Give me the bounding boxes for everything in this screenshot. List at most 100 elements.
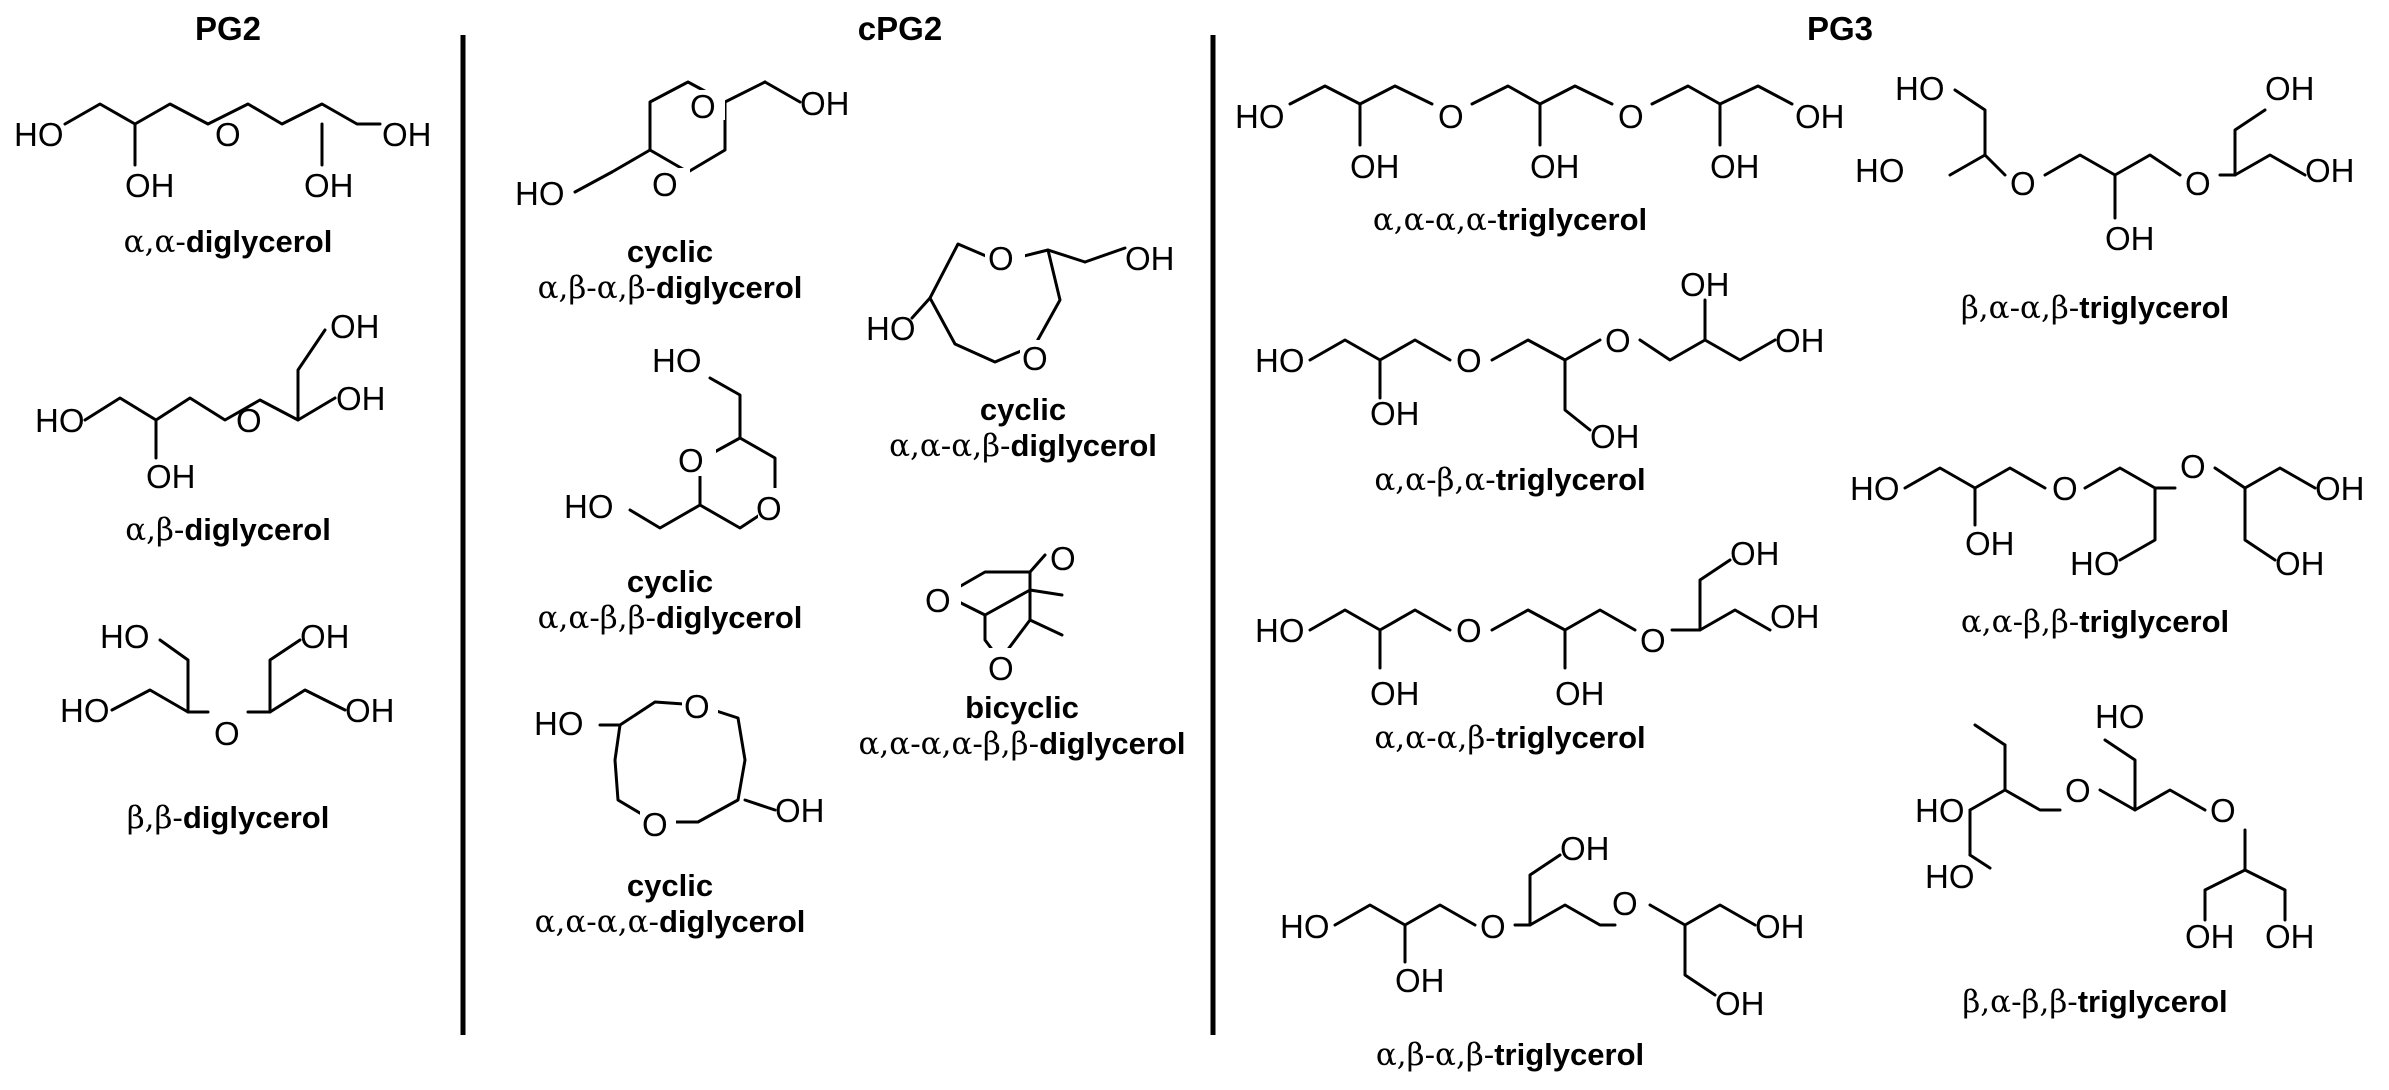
- svg-text:O: O: [2052, 470, 2078, 507]
- caption-t-babb: β,α-β,β-triglycerol: [1962, 984, 2227, 1020]
- svg-text:OH: OH: [2275, 545, 2325, 582]
- structure-ab-diglycerol: HO O OH OH OH: [35, 308, 386, 495]
- svg-text:OH: OH: [382, 116, 432, 153]
- structure-bb-diglycerol: HO OH HO OH O: [60, 618, 395, 752]
- caption-bicyclic-line1: bicyclic: [965, 690, 1079, 725]
- svg-text:O: O: [2065, 772, 2091, 809]
- structure-t-aaaa-triglycerol: HO O O OH OH OH OH: [1235, 84, 1845, 185]
- structure-aa-diglycerol: HO O OH OH OH: [14, 102, 432, 204]
- svg-text:HO: HO: [100, 618, 150, 655]
- svg-text:OH: OH: [304, 167, 354, 204]
- structure-cyclic-abab-diglycerol: O O OH HO: [515, 80, 850, 212]
- svg-text:HO: HO: [1915, 792, 1965, 829]
- svg-text:O: O: [1022, 340, 1048, 377]
- svg-text:OH: OH: [2265, 70, 2315, 107]
- svg-text:OH: OH: [1125, 240, 1175, 277]
- caption-aa-diglycerol: α,α-diglycerol: [124, 224, 333, 260]
- svg-text:O: O: [690, 88, 716, 125]
- svg-text:OH: OH: [2265, 918, 2315, 955]
- svg-text:O: O: [1480, 908, 1506, 945]
- caption-cyclic-aabb-line1: cyclic: [627, 564, 713, 599]
- caption-t-baab: β,α-α,β-triglycerol: [1961, 290, 2229, 326]
- svg-text:OH: OH: [1395, 962, 1445, 999]
- caption-cyclic-aaab-line1: cyclic: [980, 392, 1066, 427]
- caption-t-aabb: α,α-β,β-triglycerol: [1961, 604, 2229, 640]
- svg-text:OH: OH: [1715, 985, 1765, 1022]
- svg-text:HO: HO: [35, 402, 85, 439]
- svg-text:O: O: [925, 582, 951, 619]
- caption-bicyclic-line2: α,α-α,α-β,β-diglycerol: [858, 726, 1185, 762]
- svg-text:O: O: [214, 715, 240, 752]
- svg-text:OH: OH: [1755, 908, 1805, 945]
- svg-text:O: O: [684, 688, 710, 725]
- svg-text:OH: OH: [800, 85, 850, 122]
- caption-cyclic-aaaa-line2: α,α-α,α-diglycerol: [535, 904, 806, 940]
- svg-text:OH: OH: [1370, 395, 1420, 432]
- svg-text:O: O: [756, 490, 782, 527]
- caption-t-aaab: α,α-α,β-triglycerol: [1374, 720, 1645, 756]
- svg-text:HO: HO: [534, 705, 584, 742]
- svg-text:HO: HO: [2070, 545, 2120, 582]
- svg-text:OH: OH: [1370, 675, 1420, 712]
- svg-text:OH: OH: [125, 167, 175, 204]
- caption-cyclic-abab-line1: cyclic: [627, 234, 713, 269]
- caption-t-abab: α,β-α,β-triglycerol: [1376, 1037, 1644, 1073]
- svg-text:HO: HO: [652, 342, 702, 379]
- svg-text:O: O: [2185, 165, 2211, 202]
- caption-t-aaaa: α,α-α,α-triglycerol: [1373, 202, 1647, 238]
- svg-text:O: O: [988, 650, 1014, 687]
- svg-text:OH: OH: [1775, 322, 1825, 359]
- svg-text:HO: HO: [60, 692, 110, 729]
- svg-text:O: O: [1456, 612, 1482, 649]
- caption-cyclic-aaaa-line1: cyclic: [627, 868, 713, 903]
- svg-text:HO: HO: [1925, 858, 1975, 895]
- svg-text:HO: HO: [1855, 152, 1905, 189]
- svg-text:HO: HO: [1255, 342, 1305, 379]
- svg-text:OH: OH: [330, 308, 380, 345]
- svg-text:OH: OH: [2185, 918, 2235, 955]
- svg-text:O: O: [988, 240, 1014, 277]
- svg-text:OH: OH: [1560, 830, 1610, 867]
- svg-text:HO: HO: [1850, 470, 1900, 507]
- svg-text:O: O: [652, 166, 678, 203]
- svg-text:O: O: [1605, 322, 1631, 359]
- svg-text:O: O: [642, 806, 668, 843]
- svg-text:OH: OH: [2305, 152, 2355, 189]
- svg-text:O: O: [215, 116, 241, 153]
- caption-bb-diglycerol: β,β-diglycerol: [127, 800, 330, 836]
- svg-text:OH: OH: [1350, 148, 1400, 185]
- svg-text:O: O: [1612, 885, 1638, 922]
- structure-t-aaab-triglycerol: HO O O OH OH OH OH: [1255, 535, 1820, 712]
- svg-text:HO: HO: [2095, 698, 2145, 735]
- svg-text:OH: OH: [1795, 98, 1845, 135]
- svg-text:O: O: [2180, 448, 2206, 485]
- structure-bicyclic-diglycerol: O O O: [925, 540, 1086, 687]
- svg-text:HO: HO: [1255, 612, 1305, 649]
- svg-text:OH: OH: [1680, 266, 1730, 303]
- caption-ab-diglycerol: α,β-diglycerol: [125, 512, 331, 548]
- svg-text:HO: HO: [866, 310, 916, 347]
- svg-text:O: O: [1640, 622, 1666, 659]
- caption-cyclic-abab-line2: α,β-α,β-diglycerol: [538, 270, 803, 306]
- svg-text:OH: OH: [775, 792, 825, 829]
- caption-t-aaba: α,α-β,α-triglycerol: [1374, 462, 1645, 498]
- svg-text:OH: OH: [1770, 598, 1820, 635]
- svg-text:OH: OH: [1710, 148, 1760, 185]
- structure-cyclic-aaab-diglycerol: O O OH HO: [866, 240, 1175, 377]
- structure-cyclic-aaaa-diglycerol: O O HO OH: [534, 688, 825, 843]
- svg-text:HO: HO: [1895, 70, 1945, 107]
- svg-text:O: O: [2010, 165, 2036, 202]
- svg-text:OH: OH: [2105, 220, 2155, 257]
- svg-text:O: O: [678, 442, 704, 479]
- svg-text:HO: HO: [515, 175, 565, 212]
- svg-text:OH: OH: [336, 380, 386, 417]
- svg-text:OH: OH: [1965, 525, 2015, 562]
- svg-text:HO: HO: [564, 488, 614, 525]
- svg-text:HO: HO: [1235, 98, 1285, 135]
- svg-text:O: O: [1050, 540, 1076, 577]
- svg-text:OH: OH: [345, 692, 395, 729]
- structure-cyclic-aabb-diglycerol: O O HO HO: [564, 342, 794, 530]
- structure-t-baab-triglycerol: HO HO O O OH OH OH: [1855, 70, 2355, 257]
